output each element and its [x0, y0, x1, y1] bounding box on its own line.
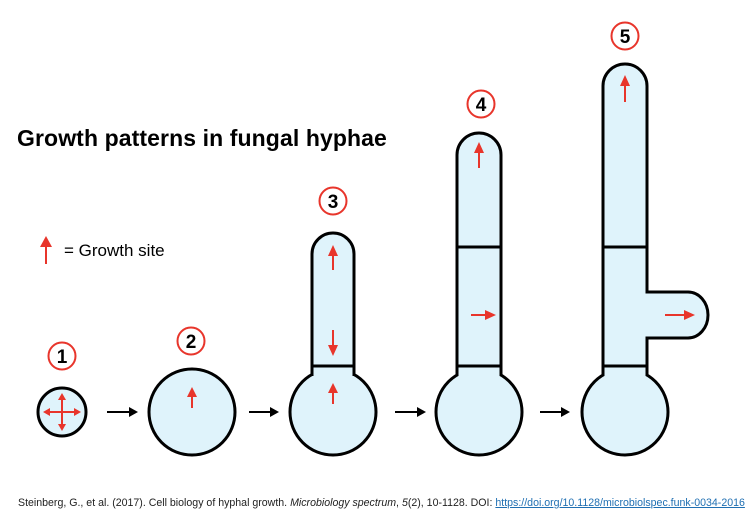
sequence-arrow-icon	[395, 407, 426, 417]
citation: Steinberg, G., et al. (2017). Cell biolo…	[18, 497, 745, 509]
stage-5-cell	[580, 62, 710, 457]
branch-site-arrow-icon	[471, 310, 496, 320]
stage-4-number: 4	[476, 95, 487, 116]
stage-5-badge: 5	[610, 21, 640, 51]
stage-3-cell	[288, 231, 378, 457]
legend-label: = Growth site	[64, 241, 165, 260]
citation-doi-link[interactable]: https://doi.org/10.1128/microbiolspec.fu…	[495, 497, 745, 509]
citation-issue-pages: (2), 10-1128. DOI:	[407, 497, 496, 509]
legend-arrow-icon	[40, 236, 52, 264]
stage-4-cell	[434, 131, 524, 457]
citation-authors: Steinberg, G., et al. (2017). Cell biolo…	[18, 497, 291, 509]
citation-volume: 5	[401, 497, 408, 509]
stage-3-number: 3	[328, 192, 339, 213]
stage-2-badge: 2	[176, 326, 206, 356]
branch-growth-arrow-icon	[665, 310, 695, 320]
growth-site-arrow-icon	[474, 142, 484, 168]
citation-journal: Microbiology spectrum	[290, 497, 397, 509]
stage-1-badge: 1	[47, 341, 77, 371]
growth-site-arrow-icon	[328, 383, 338, 404]
diagram-title: Growth patterns in fungal hyphae	[17, 125, 387, 151]
isotropic-growth-arrows-icon	[43, 393, 81, 431]
sequence-arrow-icon	[107, 407, 138, 417]
growth-site-arrow-icon	[328, 330, 338, 356]
sequence-arrow-icon	[540, 407, 570, 417]
stage-2-number: 2	[186, 332, 197, 353]
growth-site-arrow-icon	[328, 245, 338, 270]
stage-5-number: 5	[620, 27, 631, 48]
citation-volume-sep: ,	[396, 497, 402, 509]
stage-1-number: 1	[57, 347, 68, 368]
stage-3-badge: 3	[318, 186, 348, 216]
stage-4-badge: 4	[466, 89, 496, 119]
sequence-arrow-icon	[249, 407, 279, 417]
stage-2-cell	[147, 367, 237, 457]
growth-site-arrow-icon	[620, 75, 630, 102]
growth-site-arrow-icon	[187, 387, 197, 408]
